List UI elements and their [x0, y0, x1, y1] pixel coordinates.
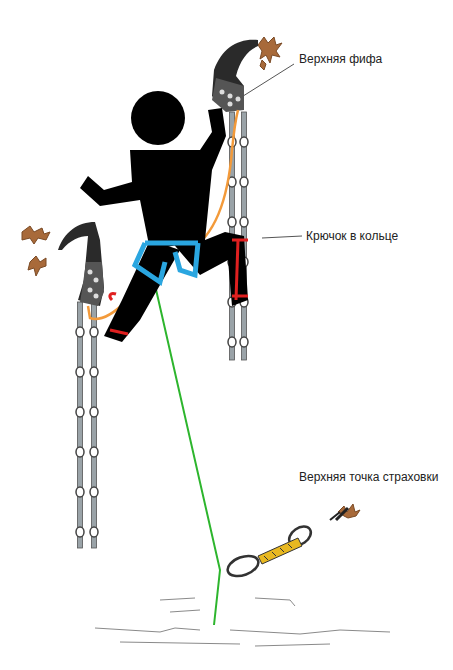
leader-line — [240, 64, 294, 98]
left-ice-tool — [58, 222, 104, 306]
etrier-ring — [76, 527, 84, 537]
etrier-ring — [76, 487, 84, 497]
etrier-ring — [228, 217, 236, 227]
ice-ground — [95, 598, 390, 646]
etrier-ring — [76, 447, 84, 457]
etrier-ring — [228, 337, 236, 347]
leader-line — [262, 236, 302, 238]
quickdraw — [225, 508, 348, 580]
etrier-ring — [76, 327, 84, 337]
etrier-ring — [240, 337, 248, 347]
foot-straps — [110, 240, 248, 334]
callout-label: Верхняя точка страховки — [298, 470, 439, 484]
etrier-strand — [78, 302, 83, 548]
climber — [80, 91, 248, 342]
callout-label: Верхняя фифа — [298, 52, 383, 66]
etrier-ring — [240, 137, 248, 147]
etrier-strand — [92, 302, 97, 548]
etrier-ring — [90, 407, 98, 417]
harness — [135, 243, 198, 282]
etrier-ring — [76, 367, 84, 377]
callout-label: Крючок в кольце — [305, 229, 399, 243]
etrier-ring — [90, 487, 98, 497]
etrier-ring — [76, 407, 84, 417]
etrier-ring — [90, 527, 98, 537]
etrier-ring — [90, 367, 98, 377]
top-ice-tool — [212, 40, 258, 112]
etrier-ring — [90, 327, 98, 337]
etrier-ring — [240, 177, 248, 187]
etrier-ring — [90, 447, 98, 457]
belay-rope — [155, 285, 220, 625]
etrier-ring — [240, 217, 248, 227]
